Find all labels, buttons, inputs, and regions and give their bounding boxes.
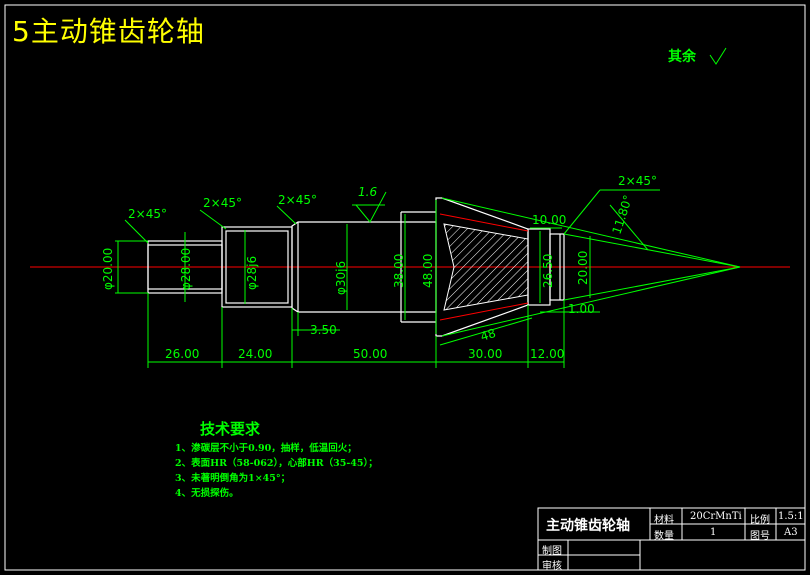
drawn-by-label: 制图: [542, 546, 562, 557]
tech-requirement-item: 1、渗碳层不小于0.90，抽样，低温回火；: [175, 443, 357, 454]
title-block: [537, 507, 806, 571]
scale-value: 1.5:1: [778, 511, 804, 522]
len-26-label: 26.00: [165, 347, 199, 361]
chamfer-label-4: 2×45°: [618, 174, 657, 188]
len-3-50-label: 3.50: [310, 323, 337, 337]
roughness-symbol: [355, 191, 387, 223]
chamfer-label-2: 2×45°: [203, 196, 242, 210]
dim-1-label: 1.00: [568, 302, 595, 316]
quantity-value: 1: [710, 527, 717, 538]
len-12-label: 12.00: [530, 347, 564, 361]
dim-10-label: 10.00: [532, 213, 566, 227]
tech-requirement-item: 3、未著明倒角为1×45°；: [175, 473, 291, 484]
dim-20-label: 20.00: [576, 251, 590, 285]
checked-by-label: 审核: [542, 561, 562, 572]
drawing-frame: [4, 4, 806, 571]
roughness-note-symbol: [709, 47, 727, 65]
roughness-note: 其余: [668, 49, 696, 65]
scale-label: 比例: [750, 515, 770, 526]
tech-requirements-title: 技术要求: [200, 420, 261, 438]
gear-section-hatch: [443, 223, 529, 311]
len-30-label: 30.00: [468, 347, 502, 361]
dim-38-label: 38.00: [392, 254, 406, 288]
chamfer-label-3: 2×45°: [278, 193, 317, 207]
dia-30j6-label: φ30j6: [334, 261, 348, 295]
cone-projection: [441, 189, 741, 337]
part-name: 主动锥齿轮轴: [546, 518, 630, 534]
len-48-label: 48: [479, 326, 498, 344]
quantity-label: 数量: [654, 531, 674, 542]
cone-angle-label: 11.80°: [610, 193, 636, 236]
material-value: 20CrMnTi: [690, 511, 742, 522]
dia-20-label: φ20.00: [101, 248, 115, 290]
material-label: 材料: [654, 515, 674, 526]
dim-26-50-label: 26.50: [541, 254, 555, 288]
pitch-cone-lines: [439, 213, 529, 321]
len-24-label: 24.00: [238, 347, 272, 361]
dimension-lines: [115, 200, 600, 368]
tech-requirement-item: 4、无损探伤。: [175, 488, 239, 499]
len-50-label: 50.00: [353, 347, 387, 361]
dia-28-label: φ28.00: [179, 248, 193, 290]
drawing-number-label: 图号: [750, 531, 770, 542]
dim-48-label: 48.00: [421, 254, 435, 288]
roughness-value: 1.6: [358, 185, 377, 199]
tech-requirement-item: 2、表面HR（58-062），心部HR（35-45）；: [175, 458, 378, 469]
dia-28j6-label: φ28j6: [245, 256, 259, 290]
page-title: 5主动锥齿轮轴: [12, 15, 205, 48]
chamfer-label-1: 2×45°: [128, 207, 167, 221]
drawing-number-value: A3: [784, 527, 798, 538]
